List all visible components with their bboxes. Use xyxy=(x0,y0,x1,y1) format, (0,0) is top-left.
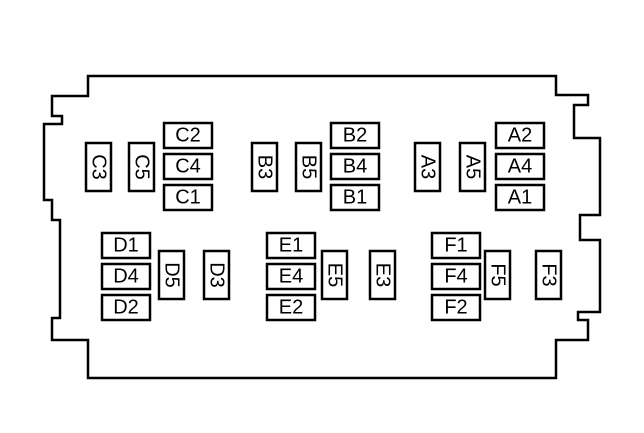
fuse-B1: B1 xyxy=(329,183,381,212)
fuse-D1: D1 xyxy=(100,231,152,260)
fuse-C1-label: C1 xyxy=(175,187,201,209)
fuse-B2: B2 xyxy=(329,121,381,150)
fuse-A5-label: A5 xyxy=(462,155,484,179)
block-outline xyxy=(42,74,602,380)
fuse-A1-label: A1 xyxy=(508,187,532,209)
fuse-B5-label: B5 xyxy=(298,155,320,179)
fuse-F4-label: F4 xyxy=(444,266,467,288)
fuse-D2-label: D2 xyxy=(113,297,139,319)
fuse-A2: A2 xyxy=(494,121,546,150)
fuse-A4: A4 xyxy=(494,152,546,181)
fuse-B3: B3 xyxy=(250,141,279,193)
fuse-B1-label: B1 xyxy=(343,187,367,209)
fuse-A3: A3 xyxy=(413,141,442,193)
fuse-F4: F4 xyxy=(430,262,482,291)
fuse-E4: E4 xyxy=(265,262,317,291)
fuse-C5: C5 xyxy=(127,141,156,193)
fuse-A1: A1 xyxy=(494,183,546,212)
fuse-D1-label: D1 xyxy=(113,235,139,257)
fuse-D2: D2 xyxy=(100,293,152,322)
fuse-E2: E2 xyxy=(265,293,317,322)
fuse-E5: E5 xyxy=(320,249,349,301)
fuse-E3: E3 xyxy=(368,249,397,301)
fuse-B5: B5 xyxy=(294,141,323,193)
fuse-C5-label: C5 xyxy=(131,154,153,180)
fuse-B4-label: B4 xyxy=(343,156,367,178)
fuse-F3-label: F3 xyxy=(538,263,560,286)
fuse-D3-label: D3 xyxy=(206,262,228,288)
fuse-D5: D5 xyxy=(157,249,186,301)
fuse-B3-label: B3 xyxy=(254,155,276,179)
fuse-C3-label: C3 xyxy=(88,154,110,180)
fuse-C2: C2 xyxy=(162,121,214,150)
fuse-E1-label: E1 xyxy=(279,235,303,257)
fuse-F5-label: F5 xyxy=(487,263,509,286)
fuse-E3-label: E3 xyxy=(372,263,394,287)
fuse-D4-label: D4 xyxy=(113,266,139,288)
fuse-F1-label: F1 xyxy=(444,235,467,257)
fuse-D4: D4 xyxy=(100,262,152,291)
fuse-E1: E1 xyxy=(265,231,317,260)
fuse-F5: F5 xyxy=(483,249,512,301)
fuse-F2-label: F2 xyxy=(444,297,467,319)
fuse-D3: D3 xyxy=(202,249,231,301)
fuse-E4-label: E4 xyxy=(279,266,303,288)
fuse-C4-label: C4 xyxy=(175,156,201,178)
fuse-A5: A5 xyxy=(458,141,487,193)
fuse-E5-label: E5 xyxy=(324,263,346,287)
fuse-C3: C3 xyxy=(84,141,113,193)
fuse-C2-label: C2 xyxy=(175,125,201,147)
fuse-F2: F2 xyxy=(430,293,482,322)
fuse-A3-label: A3 xyxy=(417,155,439,179)
fuse-B4: B4 xyxy=(329,152,381,181)
fuse-A2-label: A2 xyxy=(508,125,532,147)
fuse-F1: F1 xyxy=(430,231,482,260)
fuse-C1: C1 xyxy=(162,183,214,212)
fuse-C4: C4 xyxy=(162,152,214,181)
fuse-A4-label: A4 xyxy=(508,156,532,178)
fuse-E2-label: E2 xyxy=(279,297,303,319)
fuse-D5-label: D5 xyxy=(161,262,183,288)
fuse-F3: F3 xyxy=(534,249,563,301)
fuse-B2-label: B2 xyxy=(343,125,367,147)
